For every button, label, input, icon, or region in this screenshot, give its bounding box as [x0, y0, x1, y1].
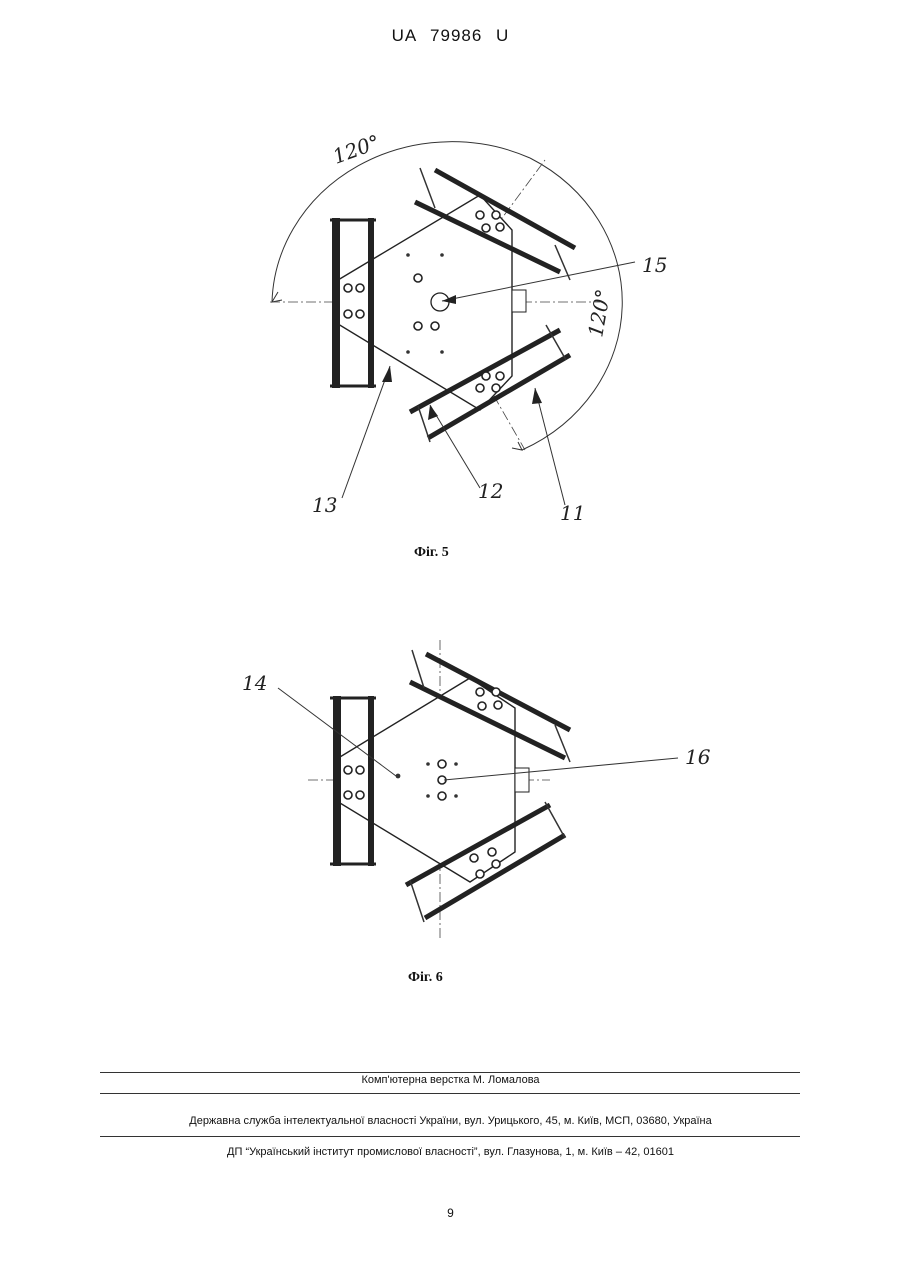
ref-numeral-15: 15: [642, 253, 667, 277]
figure-6-svg: 14 16: [230, 630, 730, 960]
footer-rule-3: [100, 1136, 800, 1137]
footer-rule-2: [100, 1093, 800, 1094]
figure-5-caption: Фіг. 5: [414, 545, 449, 561]
ref-numeral-11: 11: [560, 501, 585, 525]
ref-numeral-12: 12: [478, 479, 503, 503]
patent-number-header: UA 79986 U: [0, 26, 901, 46]
figure-5-drawing: 120° 120° 15 13 12 11: [250, 120, 690, 530]
page-number: 9: [0, 1206, 901, 1220]
ref-numeral-13: 13: [312, 493, 337, 517]
footer-agency: Державна служба інтелектуальної власност…: [0, 1115, 901, 1127]
ref-numeral-16: 16: [685, 745, 711, 769]
footer-institute: ДП “Український інститут промислової вла…: [0, 1146, 901, 1158]
figure-6-caption: Фіг. 6: [408, 970, 443, 986]
figure-6-drawing: 14 16: [230, 630, 730, 960]
angle-label-2: 120°: [583, 287, 615, 339]
footer-rule-1: [100, 1072, 800, 1073]
figure-5-svg: 120° 120° 15 13 12 11: [250, 120, 690, 530]
footer-typesetting: Комп'ютерна верстка М. Ломалова: [0, 1074, 901, 1086]
ref-numeral-14: 14: [242, 671, 267, 695]
angle-label-1: 120°: [330, 130, 383, 169]
